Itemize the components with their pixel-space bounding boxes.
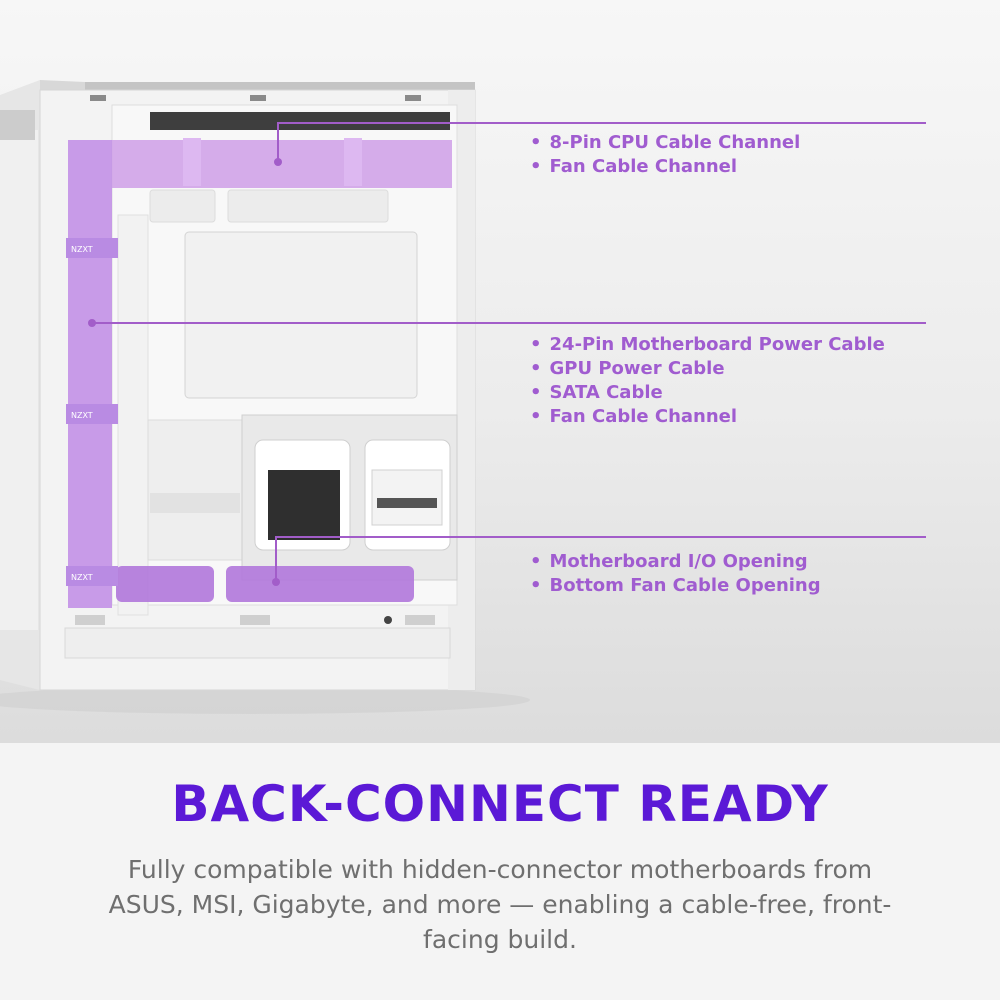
callout-item-sata: SATA Cable — [530, 381, 885, 405]
callout-item-cpu-channel: 8-Pin CPU Cable Channel — [530, 131, 801, 155]
callout-connector-top — [277, 123, 279, 162]
callout-list-middle: 24-Pin Motherboard Power Cable GPU Power… — [530, 333, 885, 429]
subtext: Fully compatible with hidden-connector m… — [108, 855, 892, 954]
callout-line-bottom — [275, 536, 926, 538]
callout-list-bottom: Motherboard I/O Opening Bottom Fan Cable… — [530, 550, 821, 598]
callout-item-fan-channel: Fan Cable Channel — [530, 155, 800, 179]
caption-panel — [0, 743, 1000, 1000]
callout-dot-top — [274, 158, 282, 166]
callout-item-24pin: 24-Pin Motherboard Power Cable — [530, 333, 885, 357]
nzxt-tag-3: NZXT — [71, 573, 93, 582]
product-image: NZXT NZXT NZXT 8-Pin CPU Cable Channel F… — [0, 0, 1000, 743]
callout-list-top: 8-Pin CPU Cable Channel Fan Cable Channe… — [530, 131, 801, 179]
callout-item-io-opening: Motherboard I/O Opening — [530, 550, 821, 574]
headline: BACK-CONNECT READY — [171, 775, 829, 833]
callout-item-bottom-fan-opening: Bottom Fan Cable Opening — [530, 574, 821, 598]
callout-item-fan-channel-2: Fan Cable Channel — [530, 405, 885, 429]
callout-item-gpu-power: GPU Power Cable — [530, 357, 885, 381]
nzxt-tag-1: NZXT — [71, 245, 93, 254]
callout-line-top — [277, 122, 926, 124]
callout-line-middle — [92, 322, 926, 324]
pc-case-illustration: NZXT NZXT NZXT — [0, 80, 530, 714]
callout-connector-bottom — [275, 537, 277, 582]
nzxt-tag-2: NZXT — [71, 411, 93, 420]
callout-dot-bottom — [272, 578, 280, 586]
